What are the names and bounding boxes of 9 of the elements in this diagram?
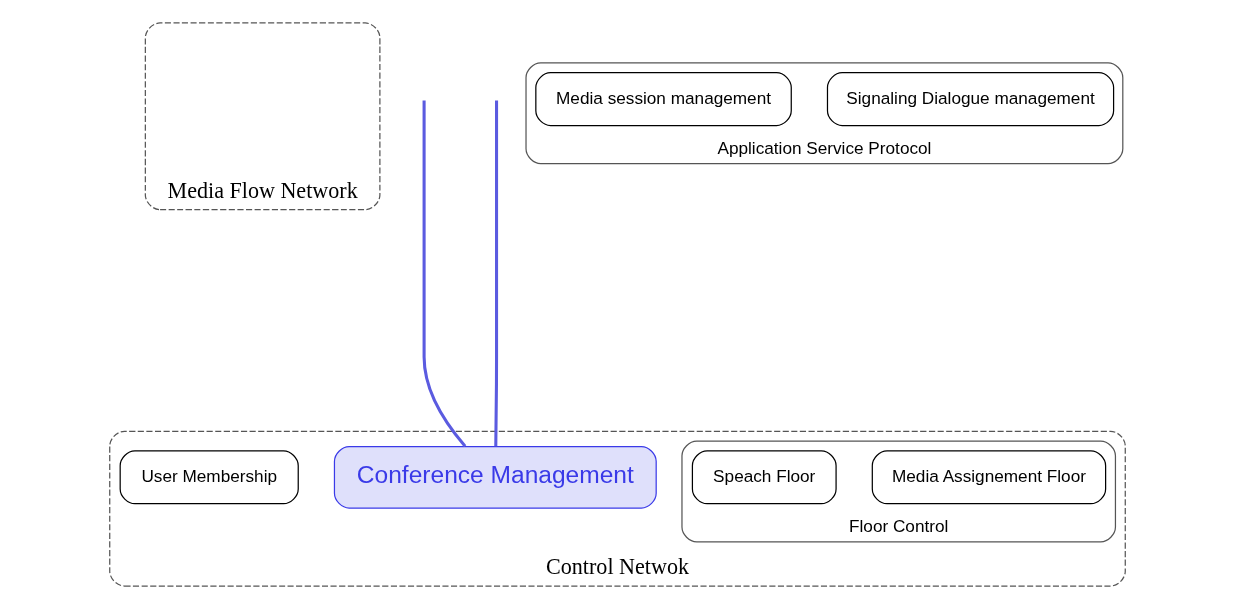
node-box: User Membership [119,450,299,505]
connector [422,100,466,448]
connector [493,100,498,447]
node-box: Signaling Dialogue management [826,72,1114,127]
node-box: Media session management [534,72,792,127]
node-box: Conference Management [333,446,657,509]
node-box: Speach Floor [691,450,837,505]
node-box: Media Assignement Floor [871,450,1106,505]
node-box: Media Flow Network [144,22,380,211]
